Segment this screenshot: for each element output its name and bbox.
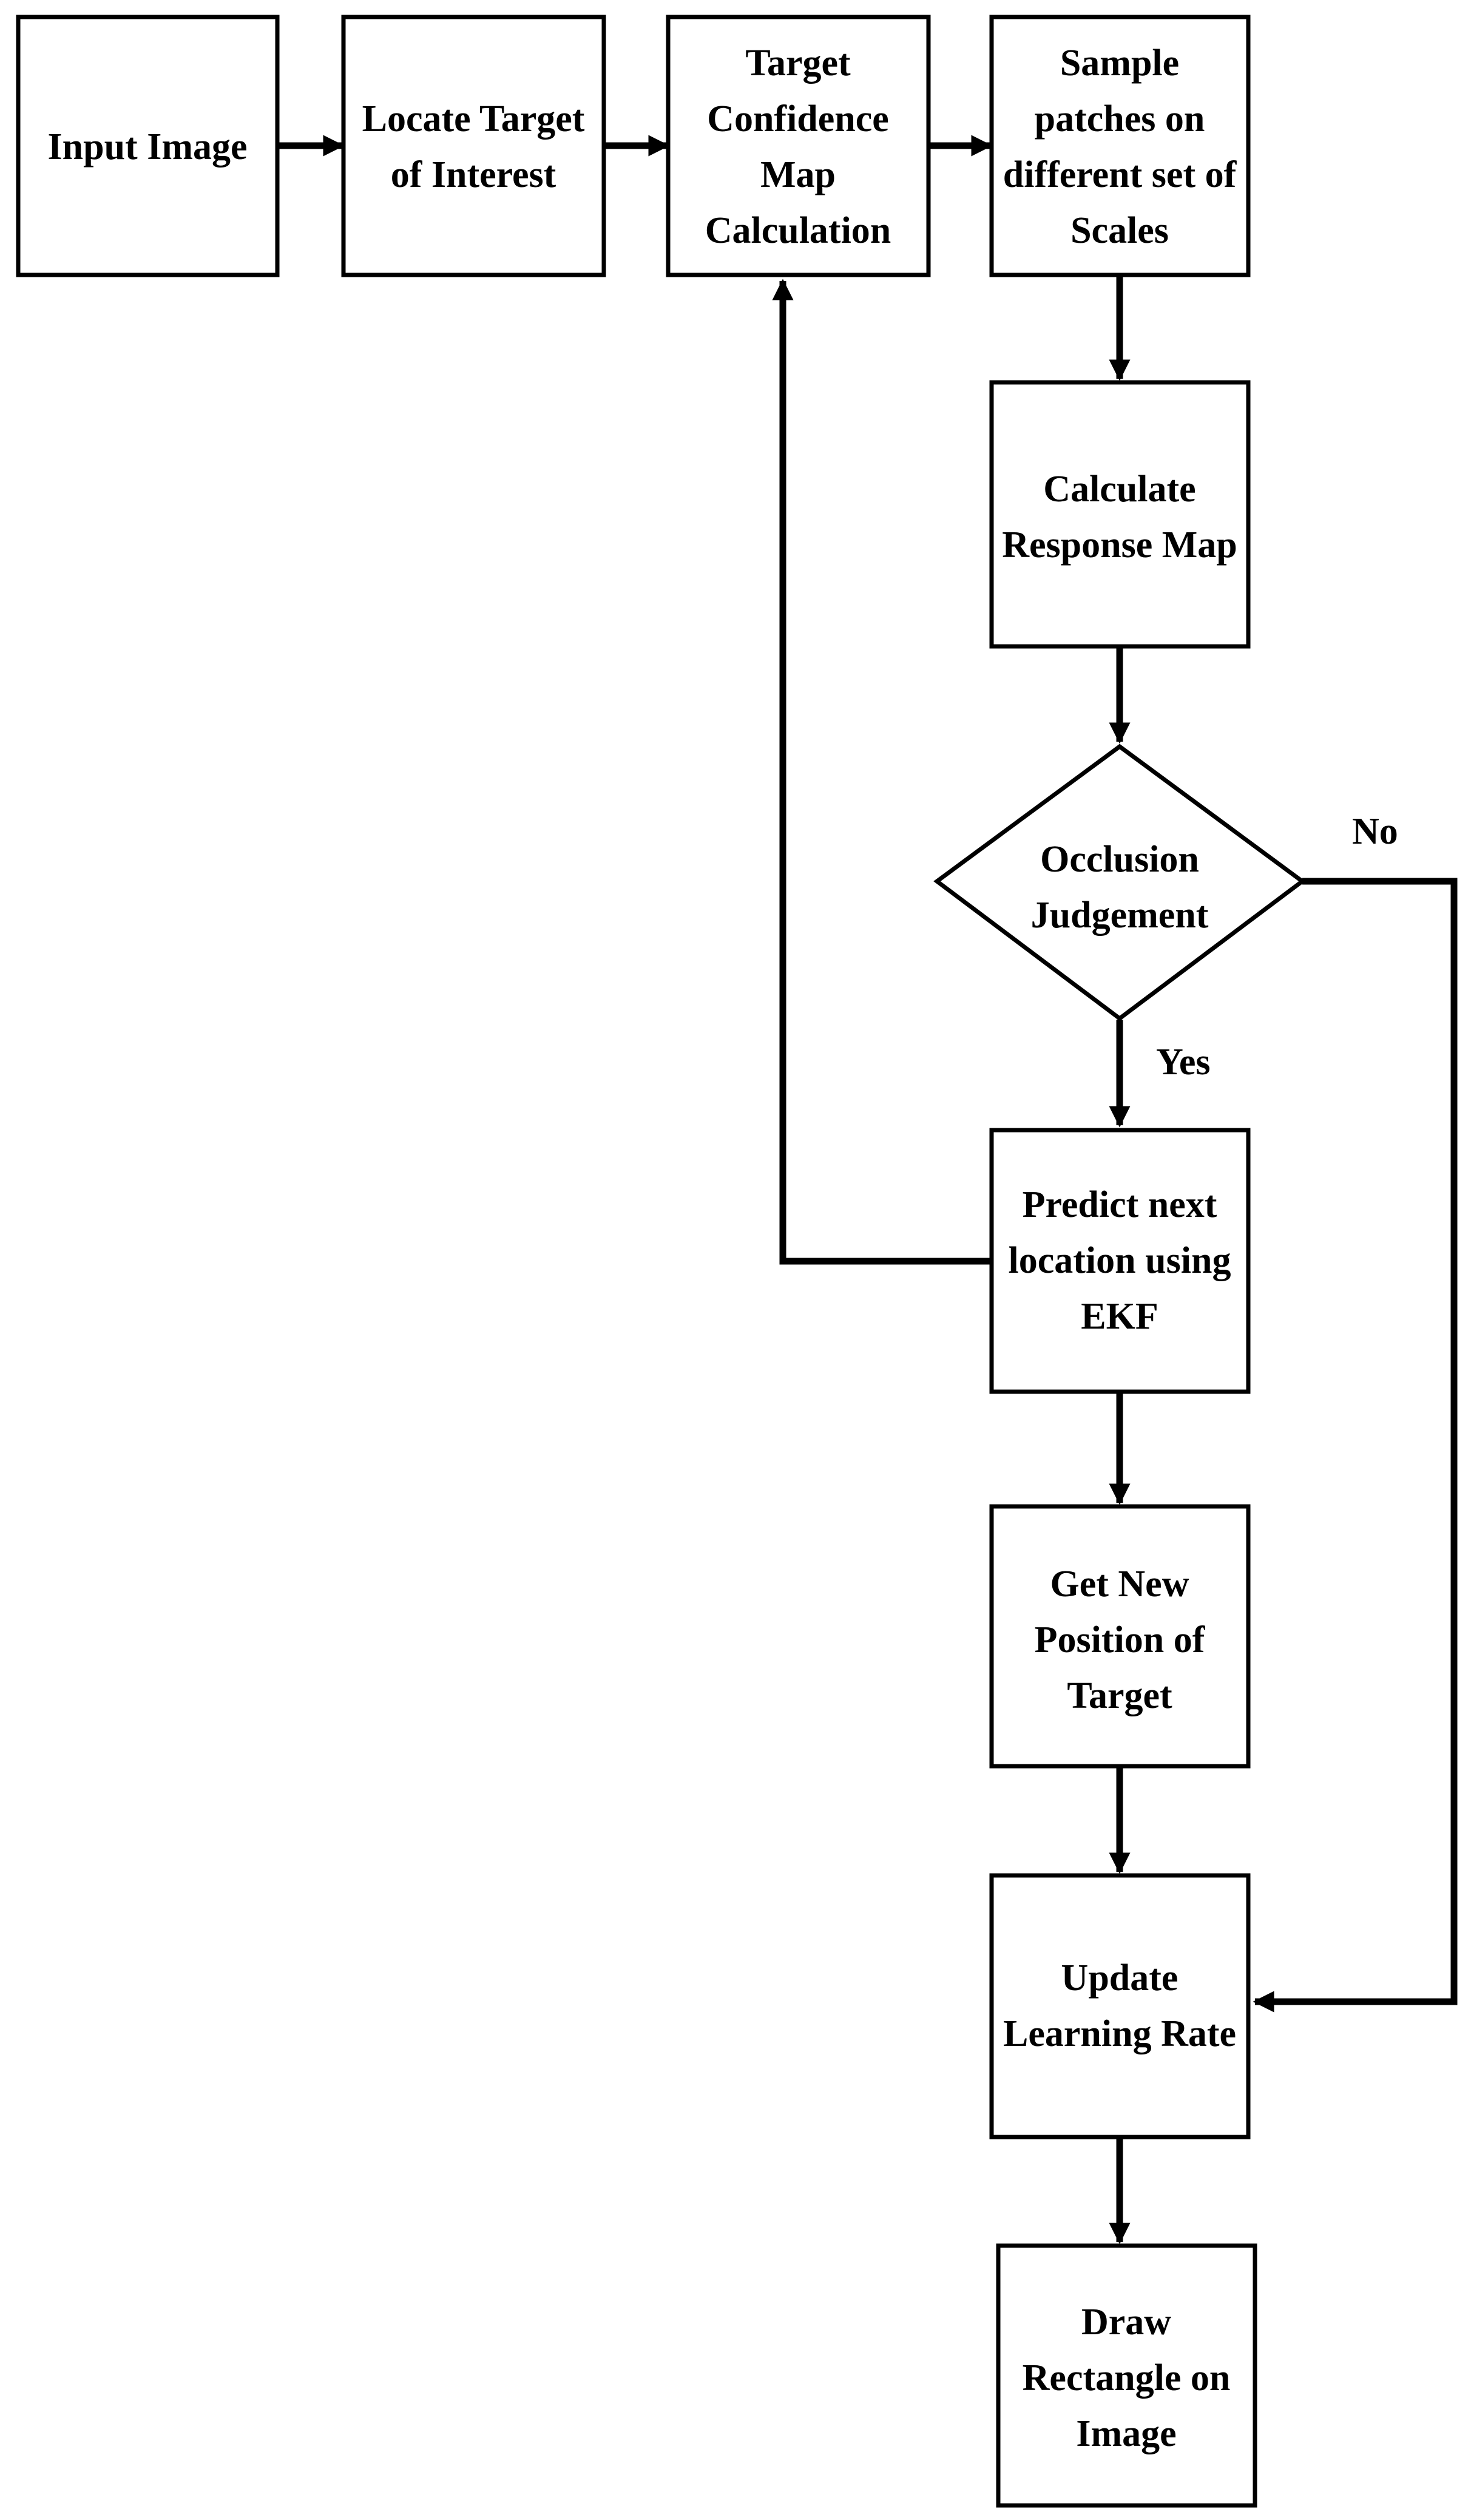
input-image-line: Input Image bbox=[47, 126, 247, 168]
edge-predict-to-confidence-loop bbox=[772, 279, 992, 1265]
response-map-line: Response Map bbox=[1002, 524, 1237, 566]
sample-patches-line: Sample bbox=[1060, 42, 1179, 84]
draw-rectangle-box bbox=[996, 2243, 1257, 2508]
sample-patches-line: different set of bbox=[1003, 154, 1237, 195]
nodes: Input Image Locate Target of Interest Tar… bbox=[16, 15, 1306, 2508]
confidence-map-line: Calculation bbox=[705, 210, 891, 251]
response-map-line: Calculate bbox=[1043, 469, 1195, 510]
edges bbox=[277, 135, 1458, 2244]
update-learning-rate-box bbox=[989, 1873, 1251, 2139]
draw-rect-line: Draw bbox=[1081, 2302, 1171, 2343]
new-position-line: Position of bbox=[1035, 1619, 1206, 1661]
sample-patches-line: patches on bbox=[1035, 98, 1205, 140]
predict-ekf-line: Predict next bbox=[1023, 1184, 1217, 1225]
update-lr-line: Learning Rate bbox=[1003, 2013, 1236, 2054]
predict-ekf-line: EKF bbox=[1081, 1296, 1158, 1337]
locate-target-label: Locate Target of Interest bbox=[362, 98, 585, 195]
response-map-box bbox=[989, 380, 1251, 649]
locate-target-line: of Interest bbox=[391, 154, 556, 195]
new-position-line: Target bbox=[1067, 1675, 1172, 1716]
new-position-box bbox=[989, 1504, 1251, 1769]
input-image-box bbox=[16, 15, 280, 277]
confidence-map-line: Target bbox=[745, 42, 851, 84]
draw-rect-line: Rectangle on bbox=[1023, 2357, 1231, 2399]
sample-patches-label: Sample patches on different set of Scales bbox=[1003, 42, 1237, 251]
sample-patches-line: Scales bbox=[1070, 210, 1169, 251]
confidence-map-line: Map bbox=[760, 154, 836, 195]
sample-patches-box bbox=[989, 15, 1251, 277]
new-position-line: Get New bbox=[1050, 1563, 1189, 1605]
predict-ekf-line: location using bbox=[1009, 1240, 1231, 1281]
no-branch-label: No bbox=[1352, 811, 1398, 852]
input-image-label: Input Image bbox=[47, 126, 247, 168]
confidence-map-box bbox=[666, 15, 931, 277]
locate-target-line: Locate Target bbox=[362, 98, 585, 140]
occlusion-judgement-diamond bbox=[933, 743, 1306, 1021]
yes-branch-label: Yes bbox=[1156, 1042, 1211, 1083]
locate-target-box bbox=[341, 15, 606, 277]
occlusion-line: Occlusion bbox=[1040, 839, 1199, 880]
update-lr-line: Update bbox=[1061, 1957, 1178, 1999]
draw-rect-line: Image bbox=[1076, 2413, 1176, 2454]
edge-occlusion-no-to-update bbox=[1253, 878, 1458, 2013]
confidence-map-line: Confidence bbox=[707, 98, 889, 140]
occlusion-line: Judgement bbox=[1031, 895, 1209, 936]
predict-ekf-box bbox=[989, 1128, 1251, 1394]
